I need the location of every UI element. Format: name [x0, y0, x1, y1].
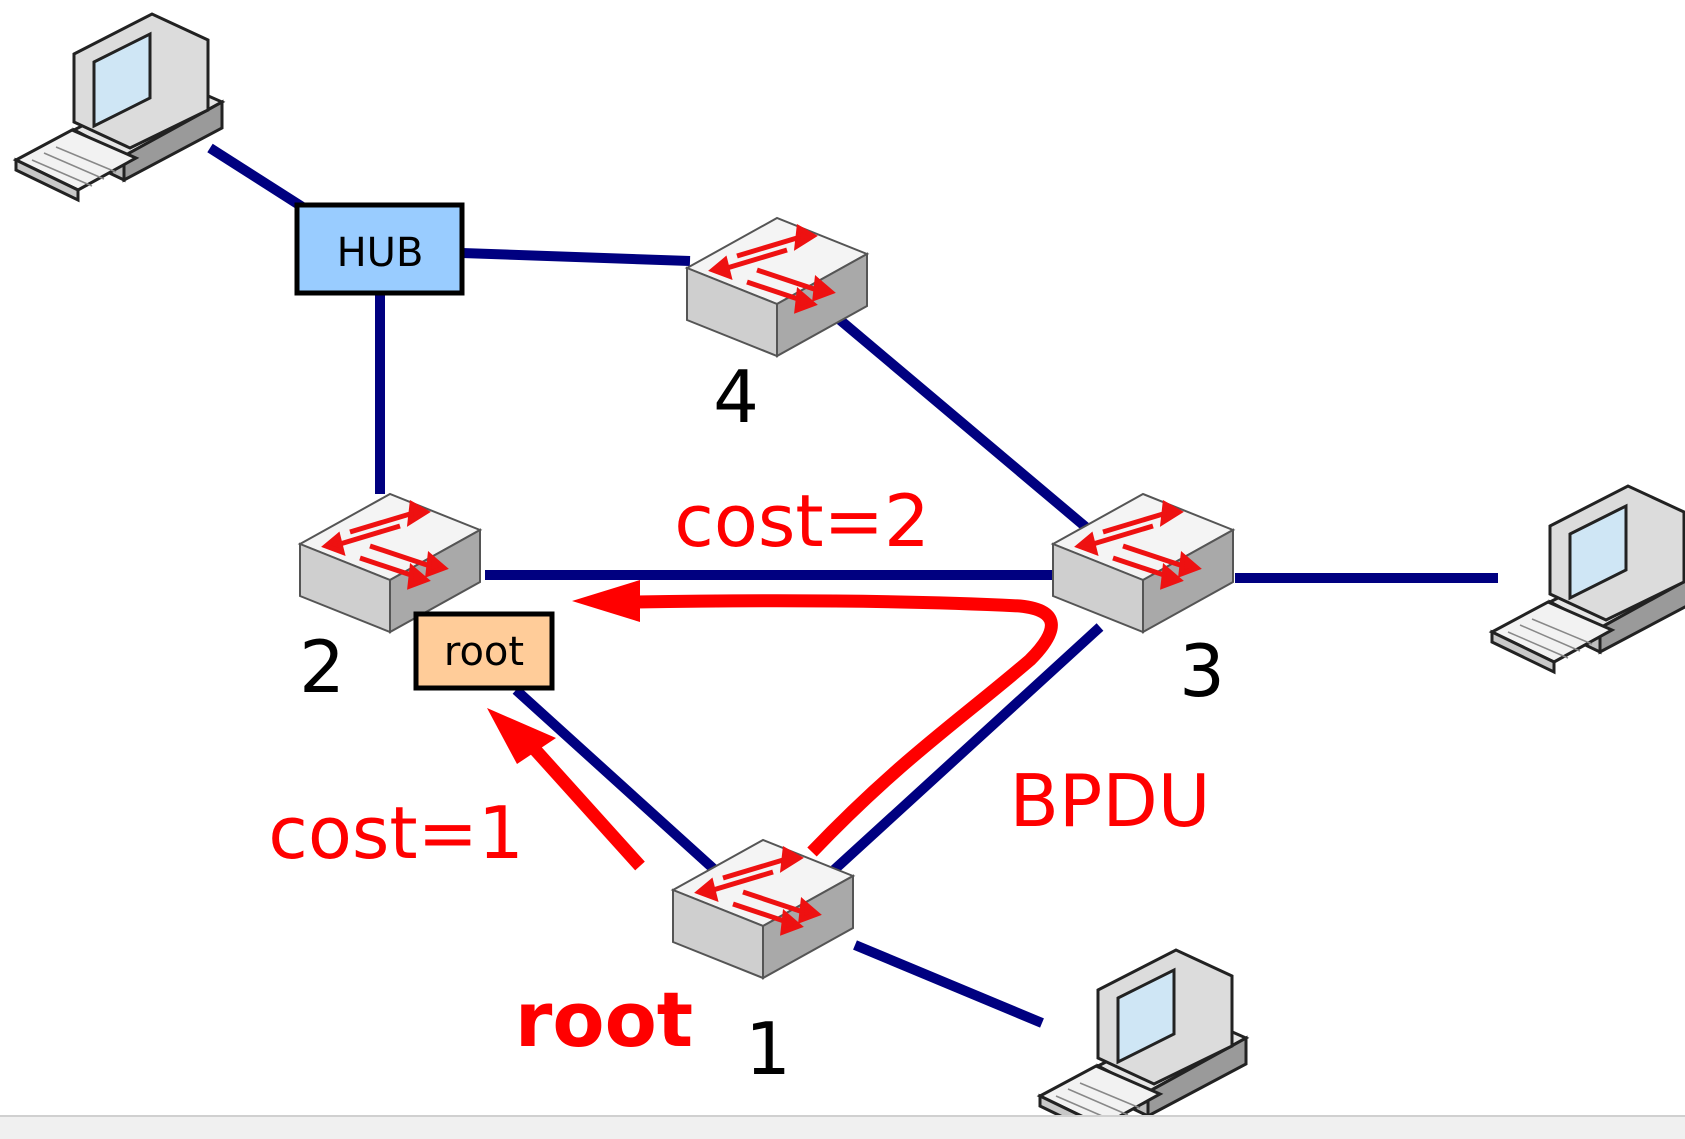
- switch3-number: 3: [1179, 629, 1225, 713]
- hub-box: HUB: [294, 202, 465, 296]
- bpdu-arrowhead: [572, 580, 640, 622]
- link-switch2-switch1: [512, 686, 720, 875]
- switch2-number: 2: [299, 625, 345, 709]
- computer-icon: [14, 12, 224, 202]
- switch-icon: [687, 218, 867, 356]
- link-hub-switch4: [461, 248, 691, 266]
- cost1-label: cost=1: [268, 791, 524, 875]
- network-links: [207, 143, 1498, 1028]
- computer-icon: [1038, 948, 1248, 1137]
- switch1-number: 1: [745, 1007, 791, 1091]
- bpdu-label: BPDU: [1010, 759, 1211, 843]
- switch-icon: [300, 494, 480, 632]
- cost1-arrow: [487, 708, 645, 871]
- computer-icon: [1490, 484, 1685, 674]
- root-switch-label: root: [515, 975, 693, 1064]
- root-badge-label: root: [444, 629, 524, 675]
- switch4-number: 4: [713, 355, 759, 439]
- cost2-label: cost=2: [674, 479, 930, 563]
- bpdu-path: [572, 580, 1058, 857]
- link-switch1-pc: [853, 940, 1044, 1028]
- root-badge: root: [413, 611, 555, 691]
- bottom-bar: [0, 1115, 1685, 1139]
- switch-icon: [1053, 494, 1233, 632]
- hub-label: HUB: [337, 230, 424, 276]
- link-switch4-switch3: [836, 316, 1098, 538]
- link-switch1-switch3: [819, 623, 1104, 884]
